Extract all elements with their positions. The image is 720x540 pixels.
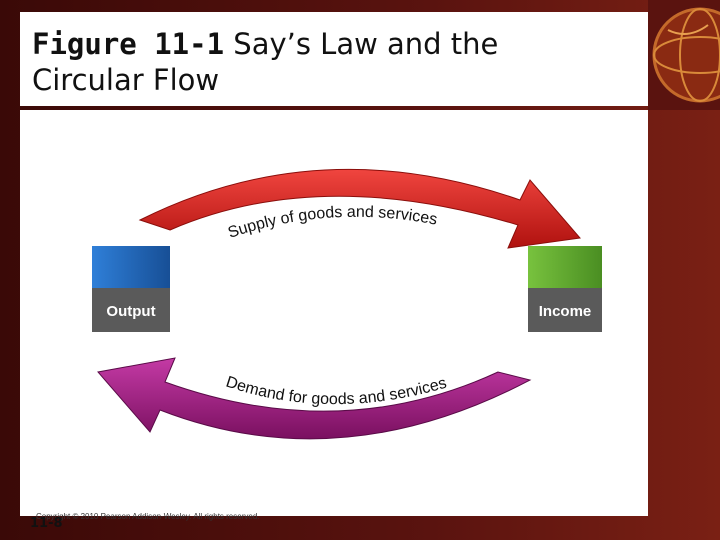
title-box: Figure 11-1 Say’s Law and the Circular F… — [20, 12, 648, 106]
supply-flow-arrow — [138, 168, 581, 249]
title-text-line2: Circular Flow — [32, 63, 220, 97]
income-label: Income — [539, 303, 592, 320]
copyright-notice: Copyright © 2010 Pearson Addison-Wesley.… — [36, 512, 260, 521]
demand-flow-arrow — [97, 357, 532, 440]
decorative-globe-icon — [648, 0, 720, 110]
income-node: Income — [528, 246, 602, 332]
page-number: 11-8 — [30, 516, 63, 531]
output-node: Output — [92, 246, 170, 332]
figure-number: Figure 11-1 — [32, 27, 225, 61]
supply-flow-label: Supply of goods and services — [226, 204, 439, 242]
circular-flow-diagram: Supply of goods and services Demand for … — [20, 110, 648, 516]
slide-title: Figure 11-1 Say’s Law and the Circular F… — [32, 26, 498, 98]
output-label: Output — [106, 303, 155, 320]
title-text: Say’s Law and the — [233, 27, 499, 61]
